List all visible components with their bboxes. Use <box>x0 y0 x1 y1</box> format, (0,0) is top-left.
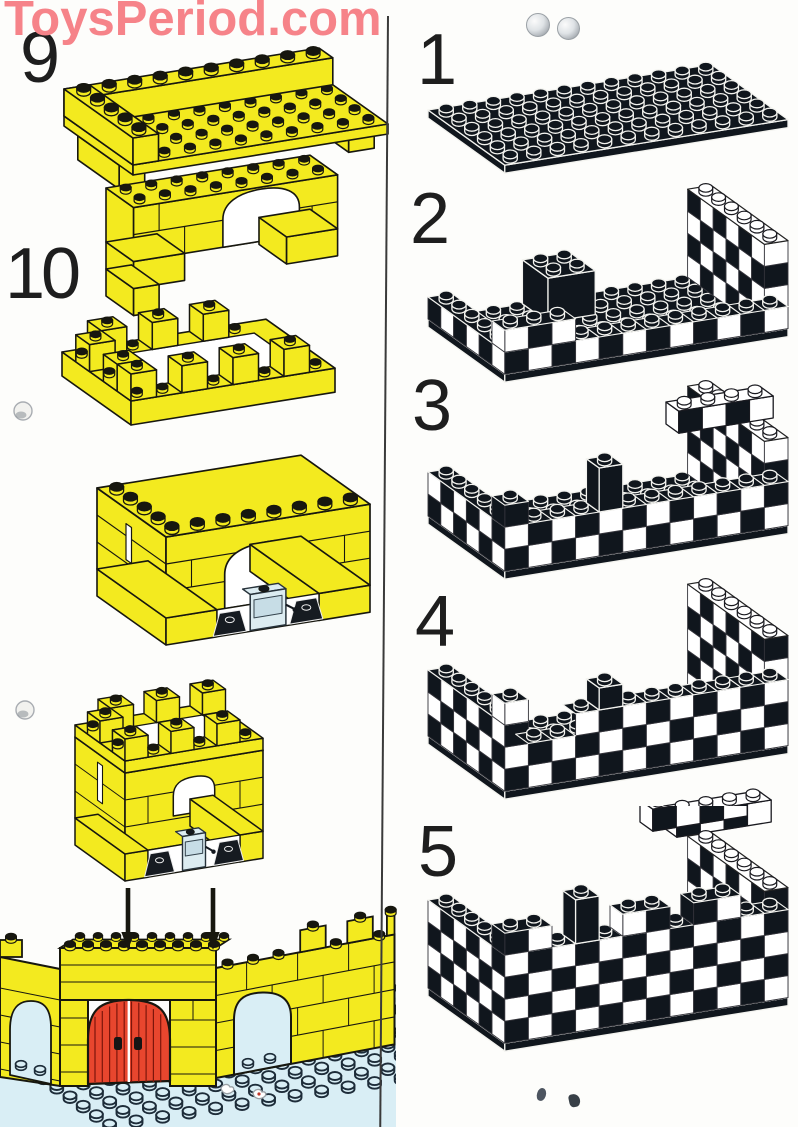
step-number-5: 5 <box>418 812 459 892</box>
step3-illustration <box>414 362 798 612</box>
binding-staple-icon <box>557 17 580 40</box>
step4-illustration <box>414 576 798 866</box>
step-number-9: 9 <box>20 18 61 98</box>
step-number-3: 3 <box>412 366 453 446</box>
step1-illustration <box>414 18 798 233</box>
step2-illustration <box>414 175 798 415</box>
step-number-1: 1 <box>417 20 458 100</box>
step-number-10: 10 <box>5 234 81 314</box>
step-number-2: 2 <box>410 179 451 259</box>
binding-staple-icon <box>526 13 550 37</box>
final-assembly-illustration <box>0 648 397 1127</box>
step5-illustration <box>414 806 798 1116</box>
step10-illustration <box>2 248 394 658</box>
step-number-4: 4 <box>415 582 456 662</box>
step9-illustration <box>18 26 392 326</box>
